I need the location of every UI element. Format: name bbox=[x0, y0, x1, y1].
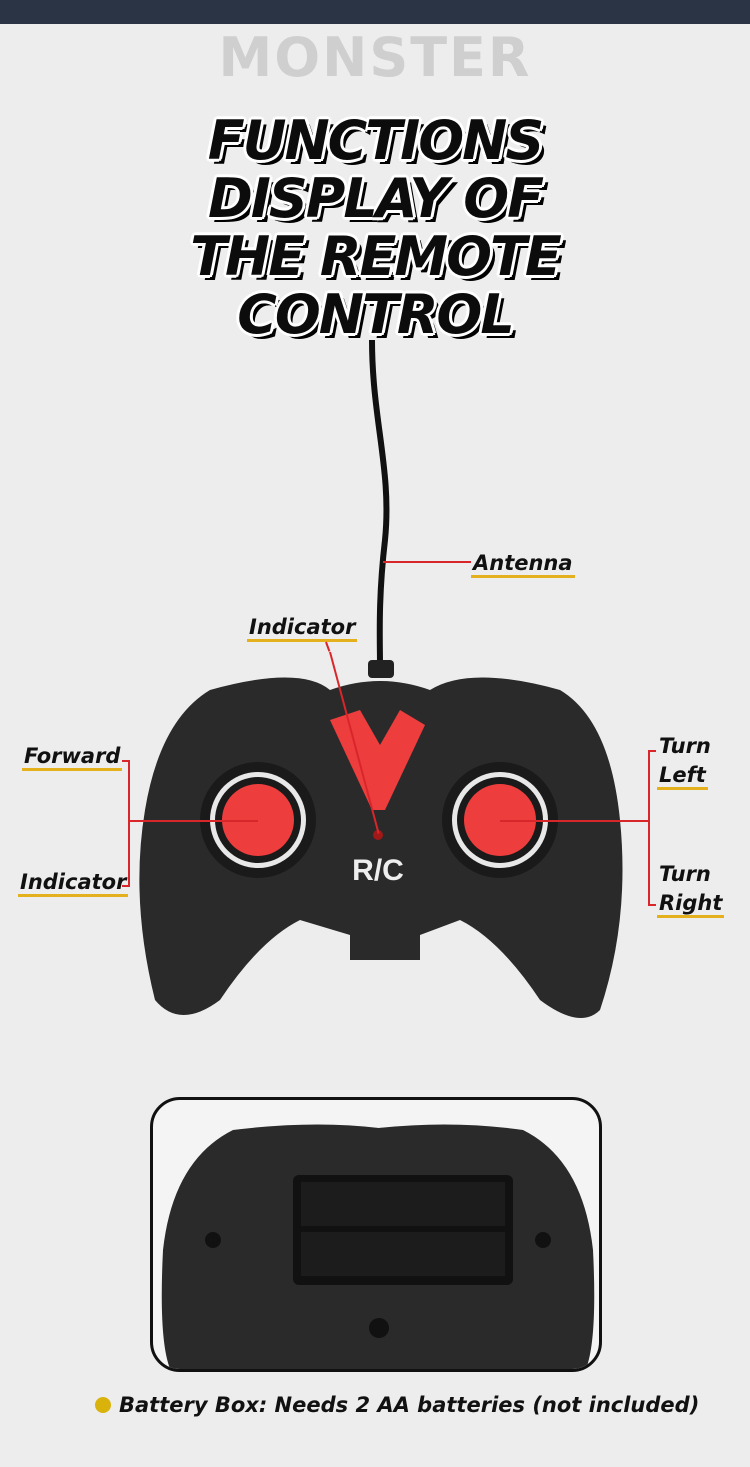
label-turn-right-1: Turn bbox=[659, 862, 711, 886]
label-turn-left-1: Turn bbox=[659, 734, 711, 758]
battery-box-image bbox=[150, 1097, 602, 1372]
label-turn-left-2: Left bbox=[657, 763, 708, 790]
pointer-line bbox=[128, 760, 130, 887]
title-line: THE REMOTE bbox=[190, 225, 562, 288]
bullet-icon bbox=[95, 1397, 111, 1413]
pointer-line bbox=[122, 885, 129, 887]
label-indicator-top: Indicator bbox=[247, 615, 358, 642]
pointer-line bbox=[648, 904, 656, 906]
pointer-line bbox=[500, 820, 648, 822]
label-antenna: Antenna bbox=[471, 551, 575, 578]
watermark: MONSTER bbox=[218, 26, 532, 89]
remote-control-image: R/C bbox=[139, 339, 623, 1018]
label-turn-right-2: Right bbox=[657, 891, 725, 918]
top-bar bbox=[0, 0, 750, 24]
label-indicator-left: Indicator bbox=[18, 870, 129, 897]
title-line: FUNCTIONS bbox=[207, 109, 544, 172]
rc-badge: R/C bbox=[352, 854, 404, 887]
title-line: DISPLAY OF bbox=[207, 167, 544, 230]
pointer-line bbox=[648, 750, 656, 752]
pointer-line bbox=[128, 820, 258, 822]
title-line: CONTROL bbox=[237, 283, 514, 346]
battery-note-text: Battery Box: Needs 2 AA batteries (not i… bbox=[119, 1393, 700, 1417]
pointer-line bbox=[122, 760, 129, 762]
pointer-line bbox=[648, 750, 650, 906]
label-forward: Forward bbox=[22, 744, 123, 771]
battery-note: Battery Box: Needs 2 AA batteries (not i… bbox=[95, 1393, 699, 1417]
pointer-line bbox=[383, 561, 471, 563]
page-title: FUNCTIONS DISPLAY OF THE REMOTE CONTROL bbox=[0, 112, 750, 344]
